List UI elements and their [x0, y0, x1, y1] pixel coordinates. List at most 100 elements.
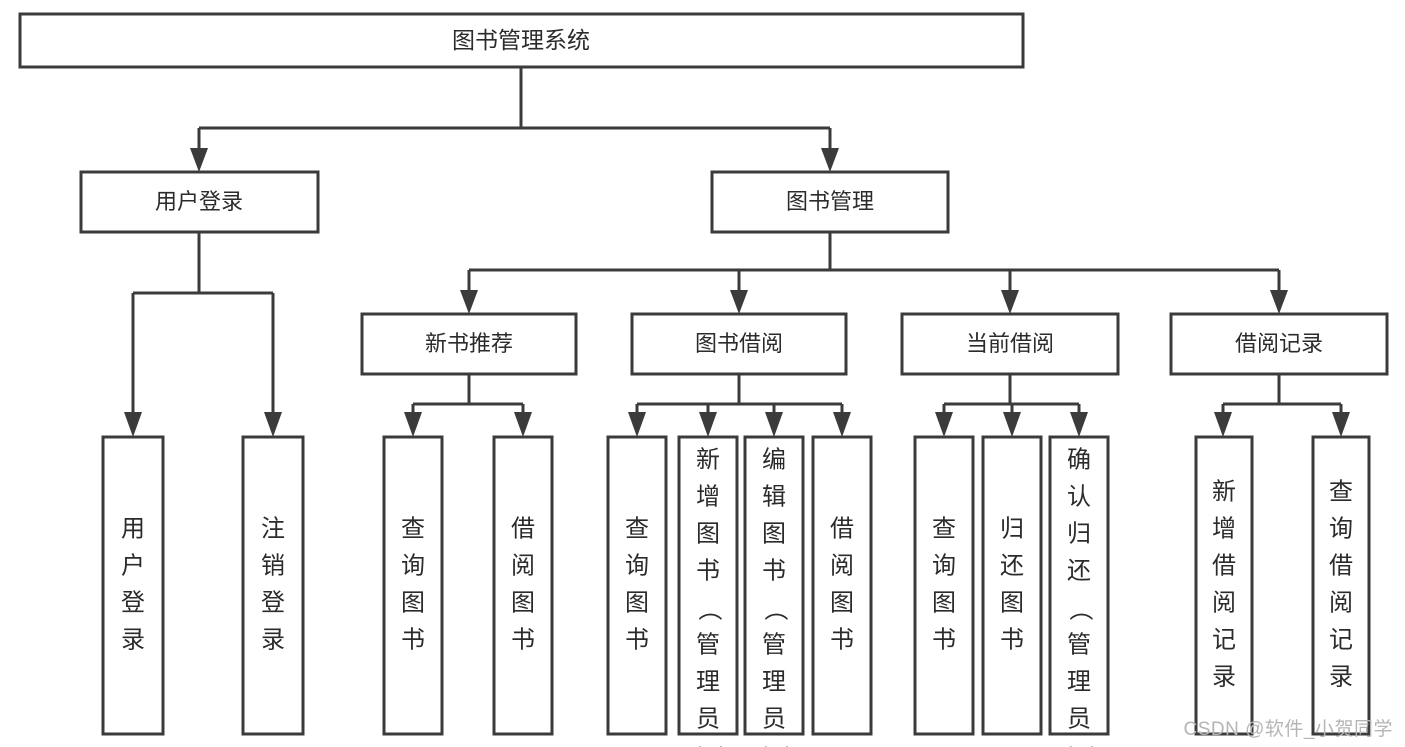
leaf-label-char: 借 [511, 515, 535, 542]
arrow-head-new-book [460, 290, 478, 314]
leaf-node-box[interactable] [241, 435, 305, 736]
leaf-label-char: 书 [932, 626, 956, 653]
node-new-book-recommend[interactable]: 新书推荐 [360, 312, 578, 376]
node-user-login-box[interactable] [79, 170, 320, 234]
leaf-label-char: 阅 [1212, 589, 1236, 616]
leaf-label-char: 用 [121, 515, 145, 542]
arrow-head-leaf-cb-3 [1070, 412, 1088, 437]
leaf-label-char: 录 [1329, 663, 1353, 690]
node-book-borrow-box[interactable] [630, 312, 848, 376]
leaf-label-char: 编 [762, 446, 786, 473]
leaf-label-char: 员 [762, 705, 786, 732]
leaf-node-box[interactable] [743, 435, 805, 736]
leaf-label-char: 查 [401, 515, 425, 542]
leaf-label-char: 书 [830, 626, 854, 653]
leaf-node-user-login-1[interactable]: 用户登录 [101, 435, 165, 736]
arrow-head-leaf-br-1 [1214, 412, 1232, 437]
arrow-head-leaf-bb-3 [765, 412, 783, 437]
node-root[interactable]: 图书管理系统 [18, 12, 1025, 69]
node-user-login[interactable]: 用户登录 [79, 170, 320, 234]
node-book-manage[interactable]: 图书管理 [710, 170, 950, 234]
leaf-label-char: 图 [932, 589, 956, 616]
node-borrow-record[interactable]: 借阅记录 [1169, 312, 1389, 376]
leaf-label-char: 借 [1329, 552, 1353, 579]
leaf-node-box[interactable] [1311, 435, 1371, 736]
edge-layer [124, 67, 1350, 437]
leaf-label-char: 询 [625, 552, 649, 579]
leaf-label-char: 增 [1212, 515, 1236, 542]
node-book-borrow-label: 图书借阅 [695, 331, 783, 356]
node-book-borrow[interactable]: 图书借阅 [630, 312, 848, 376]
node-root-label: 图书管理系统 [452, 27, 590, 53]
leaf-label-char: 图 [762, 520, 786, 547]
leaf-node-box[interactable] [811, 435, 873, 736]
node-current-borrow-box[interactable] [900, 312, 1120, 376]
leaf-label-char: 归 [1000, 515, 1024, 542]
arrow-head-leaf-bb-1 [628, 412, 646, 437]
leaf-label-char: 借 [1212, 552, 1236, 579]
leaf-label-char: （ [696, 597, 723, 621]
leaf-label-char: 记 [1212, 626, 1236, 653]
node-root-box[interactable] [18, 12, 1025, 69]
leaf-label-char: 图 [1000, 589, 1024, 616]
arrow-head-leaf-bb-4 [833, 412, 851, 437]
leaf-label-char: 阅 [511, 552, 535, 579]
leaf-node-box[interactable] [606, 435, 668, 736]
leaf-label-char: 阅 [830, 552, 854, 579]
leaf-label-char: 员 [696, 705, 720, 732]
leaf-label-char: 管 [696, 631, 720, 658]
node-current-borrow[interactable]: 当前借阅 [900, 312, 1120, 376]
leaf-label-char: ） [1067, 745, 1094, 747]
node-book-manage-box[interactable] [710, 170, 950, 234]
leaf-label-char: 书 [1000, 626, 1024, 653]
leaf-node-box[interactable] [492, 435, 554, 736]
leaf-label-char: 理 [762, 668, 786, 695]
leaf-label-char: 登 [261, 589, 285, 616]
leaf-label-char: 书 [696, 557, 720, 584]
leaf-label-char: 查 [625, 515, 649, 542]
leaf-label-char: 询 [932, 552, 956, 579]
leaf-label-char: 新 [1212, 478, 1236, 505]
leaf-label-char: 询 [1329, 515, 1353, 542]
leaf-label-char: 图 [830, 589, 854, 616]
node-borrow-record-label: 借阅记录 [1235, 331, 1323, 356]
leaf-label-char: 归 [1067, 520, 1091, 547]
leaf-node-box[interactable] [1194, 435, 1254, 736]
leaf-node-box[interactable] [382, 435, 444, 736]
leaf-label-char: 书 [762, 557, 786, 584]
leaf-label-char: 还 [1000, 552, 1024, 579]
node-user-login-label: 用户登录 [155, 189, 243, 214]
arrow-head-leaf-nb-1 [404, 412, 422, 437]
leaf-node-layer: 用户登录注销登录查询图书借阅图书查询图书新增图书（管理员）编辑图书（管理员）借阅… [101, 435, 1371, 747]
leaf-node-box[interactable] [677, 435, 739, 736]
leaf-node-box[interactable] [101, 435, 165, 736]
leaf-node-label: 用户登录 [121, 515, 145, 653]
leaf-node-box[interactable] [1048, 435, 1110, 736]
node-new-book-recommend-box[interactable] [360, 312, 578, 376]
leaf-label-char: 管 [762, 631, 786, 658]
leaf-label-char: 书 [625, 626, 649, 653]
leaf-node-box[interactable] [981, 435, 1043, 736]
node-borrow-record-box[interactable] [1169, 312, 1389, 376]
leaf-label-char: 管 [1067, 631, 1091, 658]
leaf-label-char: 理 [696, 668, 720, 695]
leaf-node-box[interactable] [913, 435, 975, 736]
